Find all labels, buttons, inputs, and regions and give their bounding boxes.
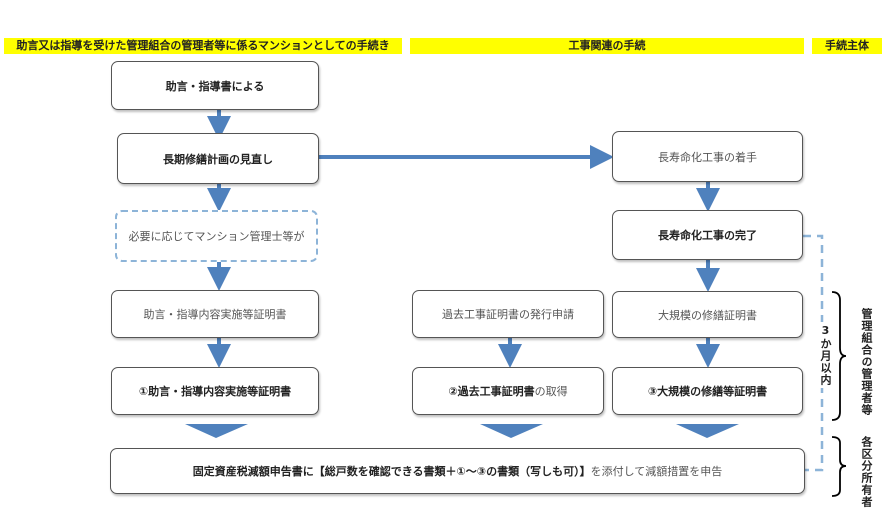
cert1-box: ①助言・指導内容実施等証明書	[111, 367, 319, 415]
actor-management-label: 管理組合の管理者等	[860, 308, 873, 416]
brace-owner	[831, 436, 847, 497]
complete-box: 長寿命化工事の完了	[612, 210, 803, 260]
header-right: 手続主体	[812, 38, 882, 54]
triangle-middle	[480, 424, 543, 438]
cert2-label-bold: ②過去工事証明書	[448, 385, 535, 398]
brace-management	[831, 291, 847, 421]
large-repair-box: 大規模の修繕証明書	[612, 291, 803, 338]
advice-box: 助言・指導書による	[111, 61, 319, 110]
actor-owner-label: 各区分所有者	[860, 436, 873, 508]
triangle-right	[676, 424, 739, 438]
cert2-box: ②過去工事証明書の取得	[412, 367, 604, 415]
start-box: 長寿命化工事の着手	[612, 131, 803, 182]
tax-application-box: 固定資産税減額申告書に【総戸数を確認できる書類＋①～③の書類（写しも可）】を添付…	[110, 448, 805, 494]
review-box: 長期修繕計画の見直し	[117, 133, 319, 184]
within-3-months-label: 3か月以内	[817, 322, 833, 388]
tax-text-2: 【総戸数を確認できる書類＋①～③の書類（写しも可）】	[313, 465, 591, 478]
optional-box: 必要に応じてマンション管理士等が	[115, 210, 318, 262]
header-middle: 工事関連の手続	[410, 38, 804, 54]
past-request-box: 過去工事証明書の発行申請	[412, 290, 604, 338]
cert3-box: ③大規模の修繕等証明書	[612, 367, 803, 415]
tax-text-1: 固定資産税減額申告書に	[192, 465, 314, 478]
tax-text-3: を添付して減額措置を申告	[590, 465, 723, 478]
cert-request-box: 助言・指導内容実施等証明書	[111, 290, 319, 338]
header-left: 助言又は指導を受けた管理組合の管理者等に係るマンションとしての手続き	[4, 38, 402, 54]
cert2-label-rest: の取得	[534, 385, 568, 398]
triangle-left	[185, 424, 248, 438]
